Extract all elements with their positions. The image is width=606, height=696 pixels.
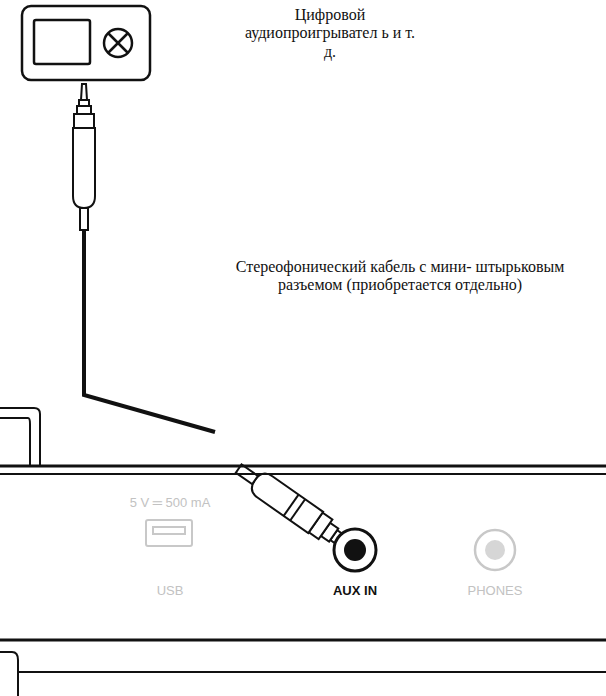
device-caption: Цифровой аудиопроигрывател ь и т. д. [240, 6, 420, 61]
cable [84, 230, 215, 432]
cable-caption: Стереофонический кабель с мини- штырьков… [235, 258, 565, 295]
port-label: AUX IN [333, 583, 377, 598]
rating-label: 5 V ═ 500 mA [130, 495, 211, 510]
usb-port [146, 520, 192, 546]
device-panel [0, 408, 606, 696]
aux-jack [334, 529, 376, 571]
audio-player [22, 6, 150, 80]
port-label: PHONES [468, 583, 523, 598]
port-label: USB [157, 583, 184, 598]
phones-jack [475, 530, 515, 570]
mini-plug [73, 84, 95, 230]
